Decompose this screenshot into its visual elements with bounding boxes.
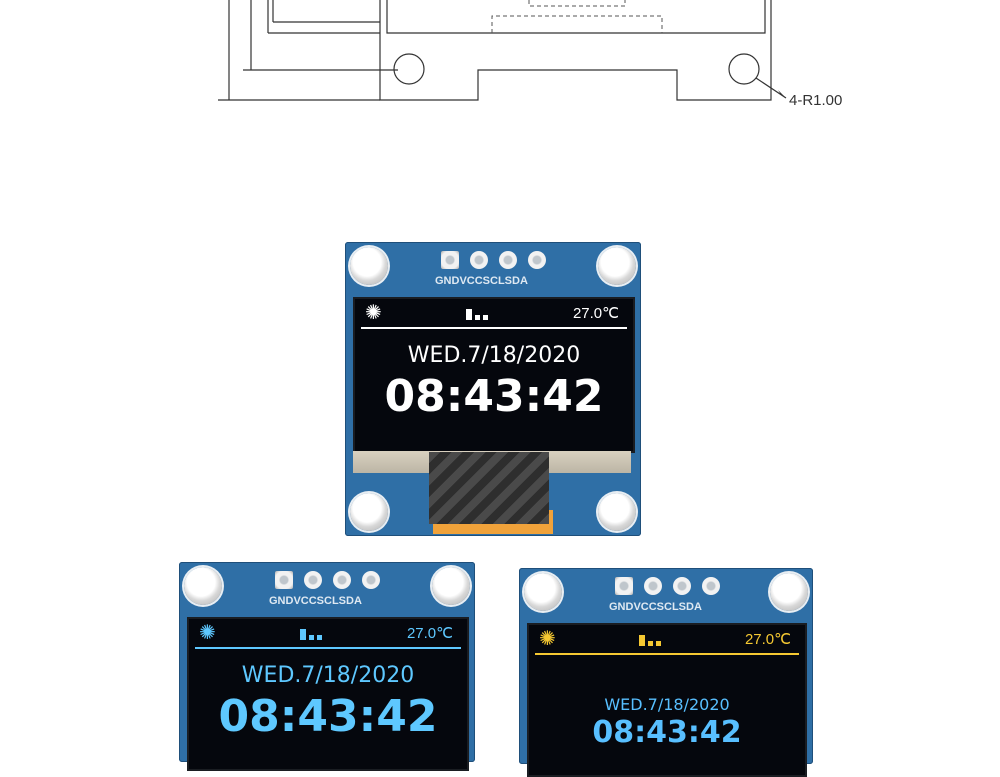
status-divider (361, 327, 627, 329)
header-pin-scl (499, 251, 517, 269)
battery-icon (300, 629, 323, 640)
pin-labels: GNDVCCSCLSDA (609, 601, 702, 613)
temperature-readout: 27.0℃ (744, 631, 791, 648)
mechanical-drawing (218, 0, 787, 101)
sun-icon: ✺ (199, 622, 216, 644)
mounting-hole (350, 493, 388, 531)
mounting-hole (184, 567, 222, 605)
mounting-hole (524, 573, 562, 611)
time-display: 08:43:42 (384, 371, 604, 422)
battery-icon (466, 309, 489, 320)
header-pin-sda (528, 251, 546, 269)
sun-icon: ✺ (539, 628, 556, 650)
header-pin-vcc (470, 251, 488, 269)
battery-icon (639, 635, 662, 646)
header-pin-vcc (304, 571, 322, 589)
dimension-label: 4-R1.00 (789, 92, 843, 109)
header-pin-sda (702, 577, 720, 595)
time-display: 08:43:42 (218, 691, 438, 742)
sun-icon: ✺ (365, 302, 382, 324)
header-pin-gnd (441, 251, 459, 269)
status-divider (195, 647, 461, 649)
oled-screen: ✺ 27.0℃ WED.7/18/2020 08:43:42 (353, 297, 635, 453)
header-pin-sda (362, 571, 380, 589)
mounting-hole (350, 247, 388, 285)
oled-module-bottom-left: GNDVCCSCLSDA ✺ 27.0℃ WED.7/18/2020 08:43:42 (179, 562, 475, 771)
time-display: 08:43:42 (592, 715, 742, 750)
date-display: WED.7/18/2020 (241, 663, 415, 688)
mounting-hole (598, 247, 636, 285)
pin-labels: GNDVCCSCLSDA (435, 275, 528, 287)
mounting-hole (432, 567, 470, 605)
temperature-readout: 27.0℃ (572, 305, 619, 322)
header-pin-gnd (615, 577, 633, 595)
oled-module-top: GNDVCCSCLSDA ✺ 27.0℃ WED.7/18/2020 08:43:42 (345, 242, 641, 536)
header-pin-gnd (275, 571, 293, 589)
pin-labels: GNDVCCSCLSDA (269, 595, 362, 607)
ribbon-connector (429, 452, 549, 524)
oled-screen: ✺ 27.0℃ WED.7/18/2020 08:43:42 (187, 617, 469, 771)
temperature-readout: 27.0℃ (406, 625, 453, 642)
date-display: WED.7/18/2020 (604, 695, 730, 714)
header-pin-scl (333, 571, 351, 589)
header-pin-scl (673, 577, 691, 595)
status-divider (535, 653, 799, 655)
date-display: WED.7/18/2020 (407, 343, 581, 368)
mounting-hole (770, 573, 808, 611)
mounting-hole (598, 493, 636, 531)
header-pin-vcc (644, 577, 662, 595)
